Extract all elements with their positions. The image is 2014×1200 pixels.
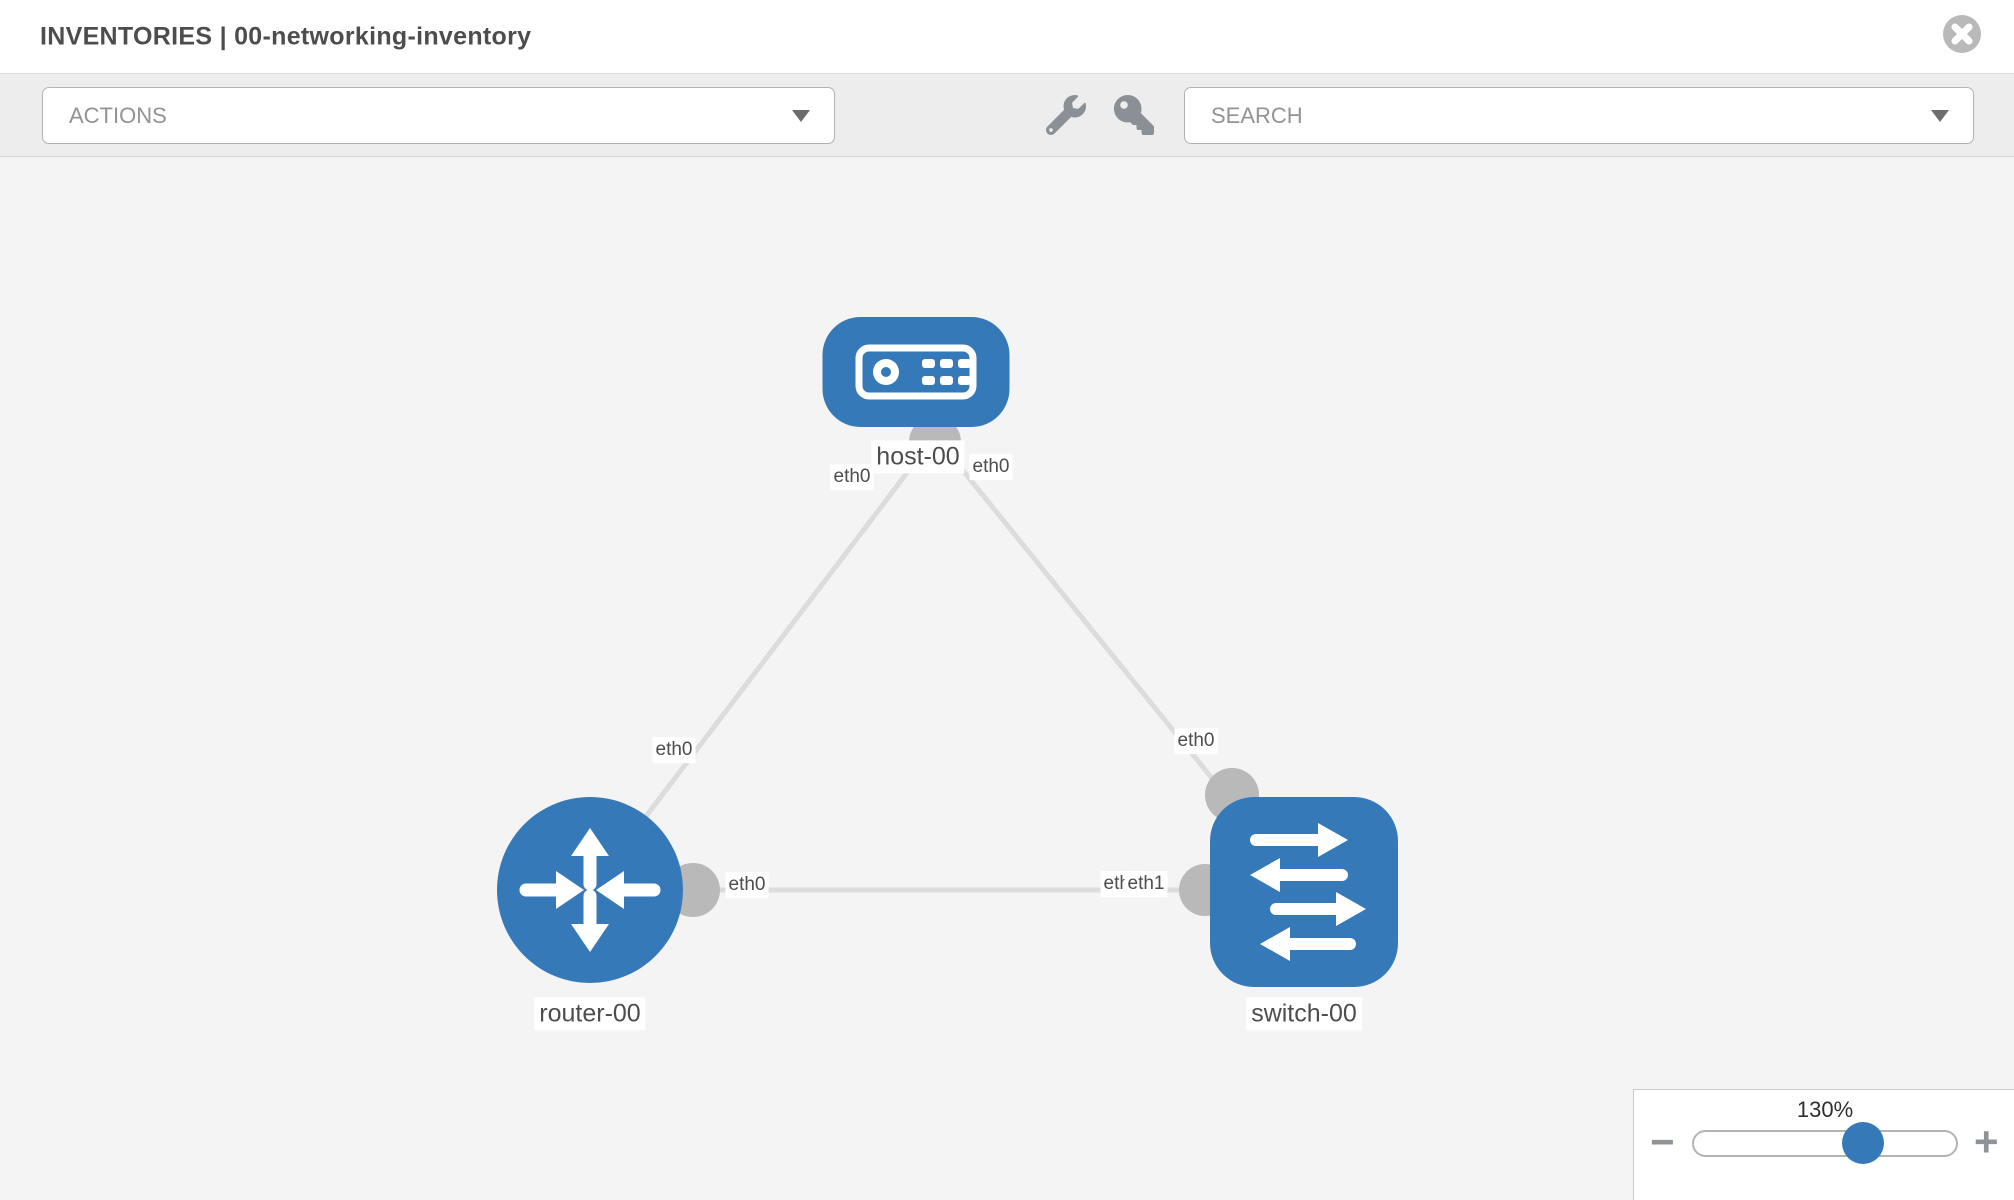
chevron-down-icon: [1931, 109, 1949, 122]
router-icon: [519, 828, 661, 952]
switch-icon: [1250, 823, 1366, 961]
page-title: INVENTORIES | 00-networking-inventory: [40, 22, 532, 50]
zoom-slider-track[interactable]: [1692, 1130, 1958, 1157]
node-label-router-00: router-00: [534, 997, 646, 1031]
node-router-00[interactable]: [497, 797, 683, 983]
node-host-00[interactable]: [822, 317, 1010, 427]
zoom-level: 130%: [1796, 1097, 1854, 1122]
topology-link-host-router[interactable]: [588, 434, 937, 892]
node-label-switch-00: switch-00: [1246, 997, 1362, 1031]
interface-label: eth0: [1174, 728, 1218, 754]
modal-header: INVENTORIES | 00-networking-inventory: [0, 0, 2014, 74]
interface-label: eth1: [1124, 871, 1168, 897]
interface-label: eth0: [725, 872, 769, 898]
host-icon: [855, 344, 977, 400]
close-button[interactable]: [1943, 15, 1981, 53]
actions-dropdown[interactable]: ACTIONS: [42, 87, 835, 144]
toolbar: ACTIONS SEARCH: [0, 74, 2014, 157]
key-icon: [1114, 95, 1154, 135]
credentials-button[interactable]: [1114, 95, 1154, 135]
close-icon: [1943, 15, 1981, 53]
interface-label: eth0: [652, 737, 696, 763]
zoom-slider-thumb[interactable]: [1842, 1122, 1884, 1164]
chevron-down-icon: [792, 109, 810, 122]
search-dropdown[interactable]: SEARCH: [1184, 87, 1974, 144]
configure-button[interactable]: [1045, 95, 1086, 136]
interface-label: eth0: [830, 464, 874, 490]
node-label-host-00: host-00: [871, 440, 965, 474]
zoom-panel: 130% − +: [1633, 1089, 2014, 1200]
interface-label: eth0: [969, 454, 1013, 480]
actions-dropdown-label: ACTIONS: [69, 102, 167, 128]
wrench-icon: [1045, 95, 1086, 136]
node-switch-00[interactable]: [1210, 797, 1398, 987]
search-dropdown-label: SEARCH: [1211, 102, 1303, 128]
topology-canvas[interactable]: [0, 157, 2014, 1200]
